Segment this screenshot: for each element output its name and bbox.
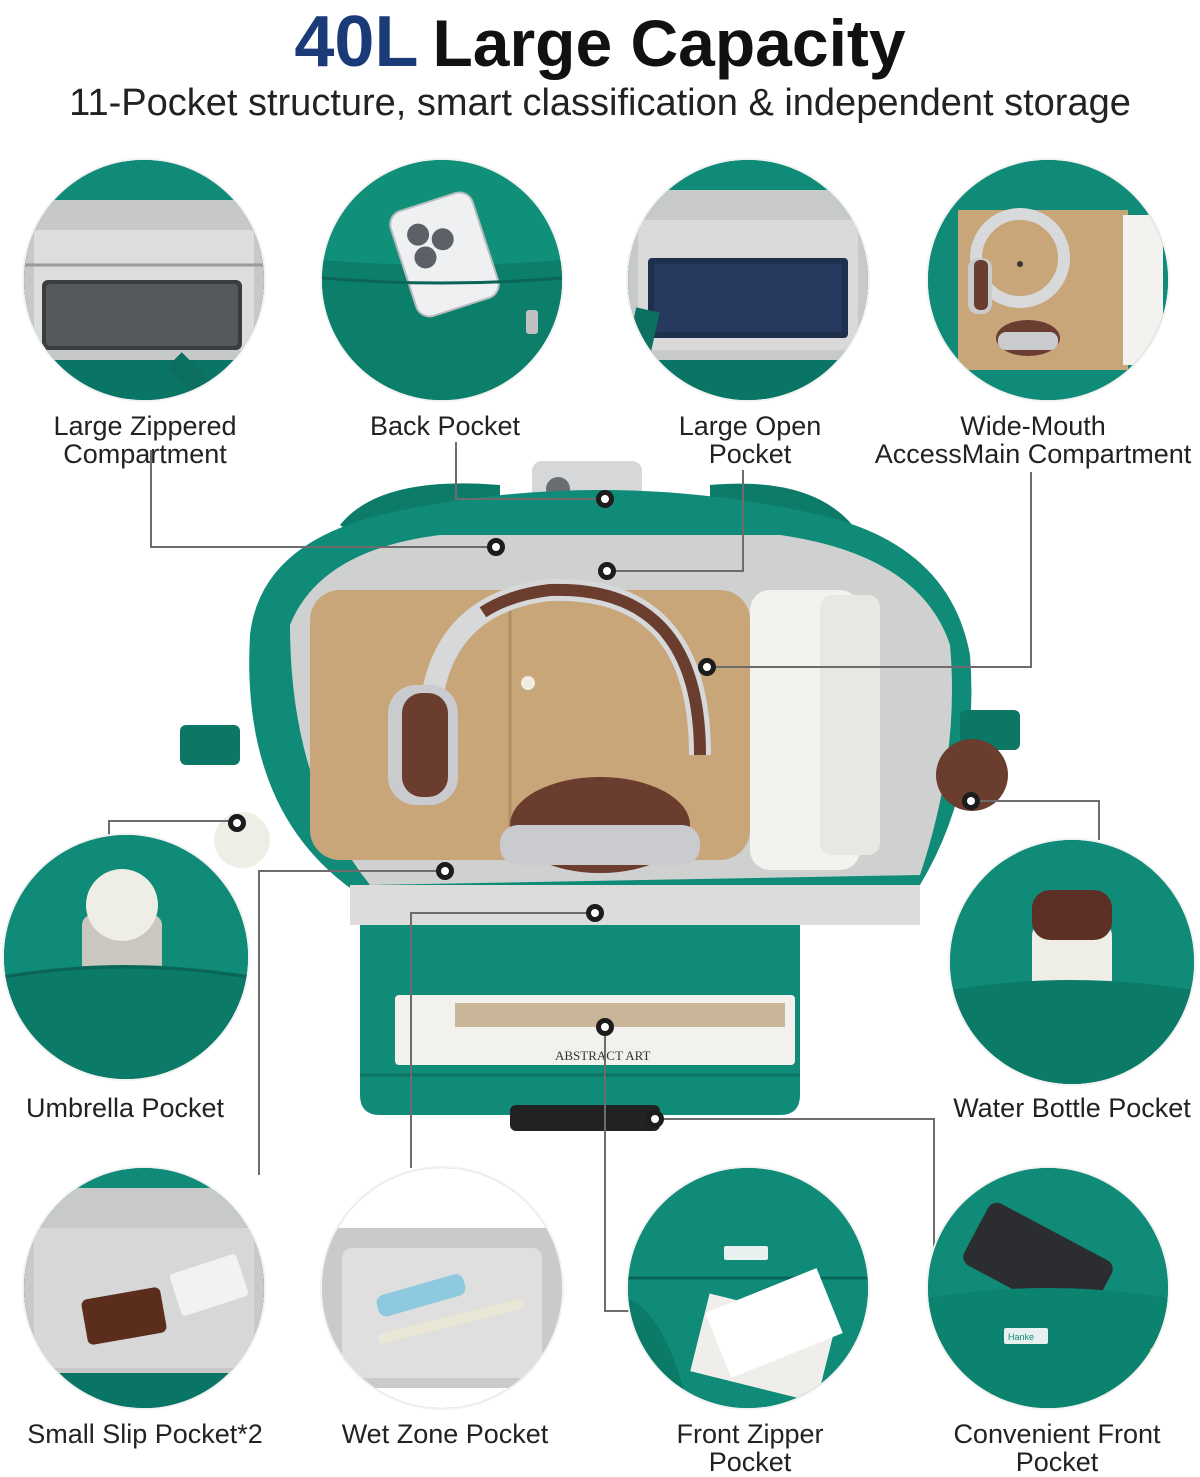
label-front-zipper-pocket: Front Zipper Pocket <box>640 1420 860 1476</box>
label-wet-zone-pocket: Wet Zone Pocket <box>330 1420 560 1448</box>
callout-dot <box>228 814 246 832</box>
label-line: Pocket <box>1015 1447 1099 1477</box>
callout-line <box>604 1026 606 1312</box>
label-line: Back Pocket <box>369 411 521 441</box>
convenient-front-pocket-photo: Hanke <box>928 1168 1168 1408</box>
label-line: AccessMain Compartment <box>874 439 1192 469</box>
label-line: Umbrella Pocket <box>25 1093 225 1123</box>
callout-line <box>150 546 496 548</box>
water-bottle-pocket-photo <box>950 840 1194 1084</box>
label-back-pocket: Back Pocket <box>330 412 560 440</box>
callout-line <box>655 1118 935 1120</box>
callout-line <box>410 912 596 914</box>
callout-line <box>742 470 744 572</box>
callout-dot <box>646 1110 664 1128</box>
brand-text: Hanke <box>1008 1332 1034 1342</box>
label-main-compartment: Wide-Mouth AccessMain Compartment <box>866 412 1200 468</box>
callout-line <box>975 800 1100 802</box>
callout-line <box>707 666 1031 668</box>
label-line: Compartment <box>63 439 227 469</box>
page-subtitle: 11-Pocket structure, smart classificatio… <box>69 82 1131 124</box>
book-title-text: ABSTRACT ART <box>555 1048 650 1063</box>
callout-line <box>150 450 152 548</box>
label-convenient-front-pocket: Convenient Front Pocket <box>934 1420 1180 1476</box>
large-zippered-compartment-photo <box>24 160 264 400</box>
label-line: Water Bottle Pocket <box>953 1093 1191 1123</box>
label-large-zippered-compartment: Large Zippered Compartment <box>10 412 280 468</box>
label-line: Pocket <box>708 1447 792 1477</box>
callout-line <box>604 1310 640 1312</box>
label-water-bottle-pocket: Water Bottle Pocket <box>944 1094 1200 1122</box>
wet-zone-pocket-photo <box>322 1168 562 1408</box>
callout-dot <box>596 1018 614 1036</box>
callout-dot <box>598 562 616 580</box>
back-pocket-photo <box>322 160 562 400</box>
label-small-slip-pocket: Small Slip Pocket*2 <box>10 1420 280 1448</box>
title-accent: 40L <box>294 2 419 82</box>
callout-line <box>108 820 238 822</box>
callout-dot <box>586 904 604 922</box>
callout-line <box>108 820 110 844</box>
title-text: Large Capacity <box>432 6 906 80</box>
callout-line <box>607 570 743 572</box>
callout-line <box>933 1118 935 1258</box>
callout-dot <box>962 792 980 810</box>
callout-line <box>455 498 603 500</box>
label-line: Small Slip Pocket*2 <box>27 1419 263 1449</box>
label-line: Wet Zone Pocket <box>341 1419 549 1449</box>
callout-line <box>258 870 444 872</box>
callout-line <box>1030 472 1032 668</box>
small-slip-pocket-photo <box>24 1168 264 1408</box>
label-line: Pocket <box>708 439 792 469</box>
callout-line <box>258 870 260 1175</box>
large-open-pocket-photo <box>628 160 868 400</box>
callout-line <box>410 912 412 1168</box>
callout-line <box>455 442 457 500</box>
label-large-open-pocket: Large Open Pocket <box>640 412 860 468</box>
label-line: Wide-Mouth <box>960 411 1106 441</box>
callout-dot <box>487 538 505 556</box>
label-line: Front Zipper <box>676 1419 824 1449</box>
callout-dot <box>436 862 454 880</box>
callout-line <box>1098 800 1100 840</box>
main-compartment-photo <box>928 160 1168 400</box>
label-line: Convenient Front <box>953 1419 1161 1449</box>
callout-dot <box>698 658 716 676</box>
label-umbrella-pocket: Umbrella Pocket <box>0 1094 250 1122</box>
bag-main-photo: ABSTRACT ART <box>180 455 1020 1135</box>
umbrella-pocket-photo <box>4 835 248 1079</box>
label-line: Large Open <box>678 411 822 441</box>
front-zipper-pocket-photo <box>628 1168 868 1408</box>
label-line: Large Zippered <box>53 411 237 441</box>
callout-dot <box>596 490 614 508</box>
